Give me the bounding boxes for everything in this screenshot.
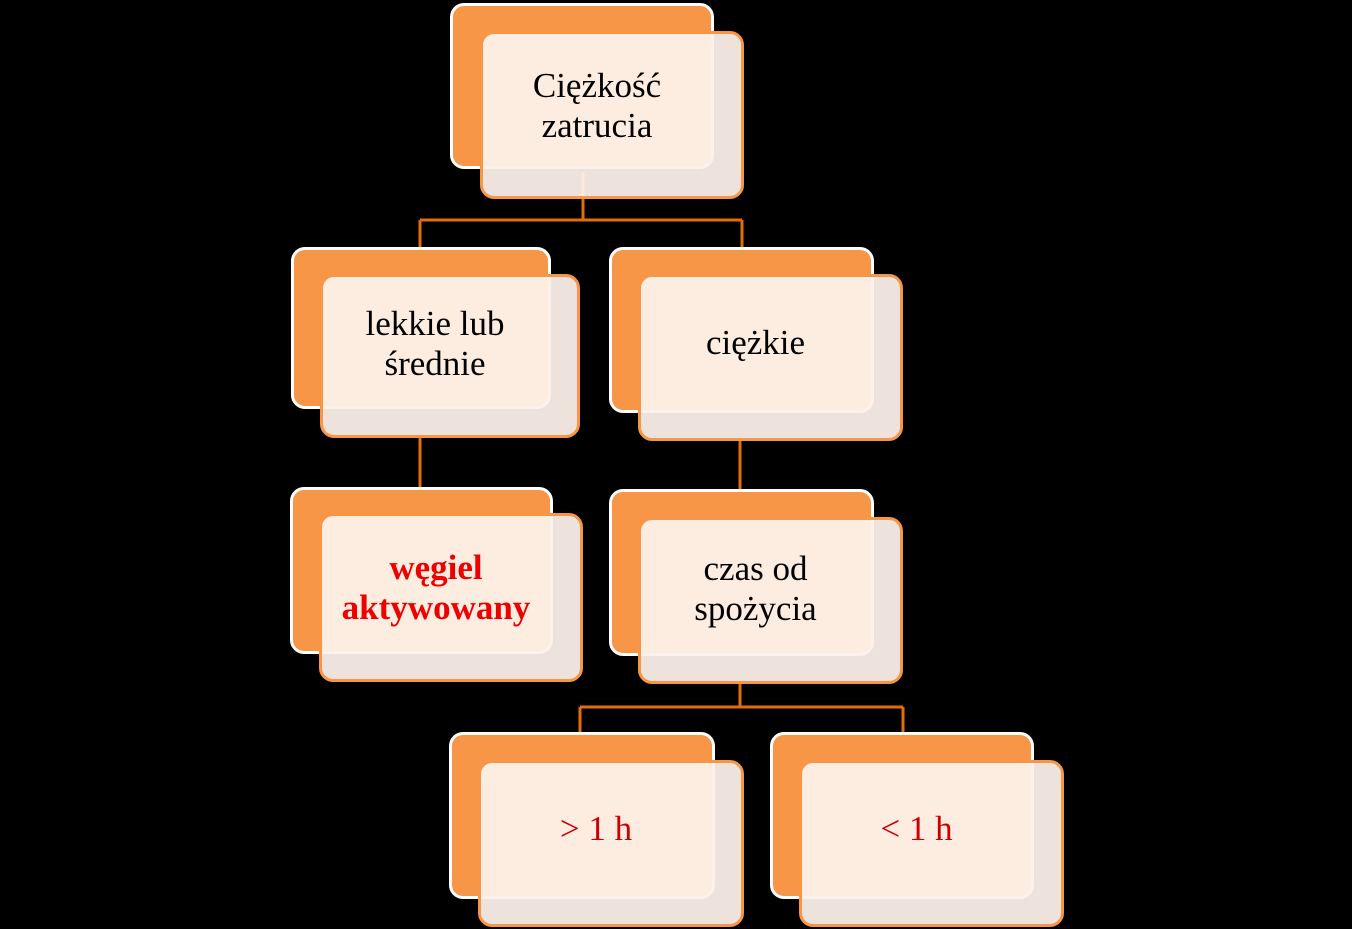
node-mild-moderate-label: lekkie lub średnie [365, 304, 505, 383]
connector-time-to-level3 [578, 682, 905, 737]
node-more-than-1h-front [478, 760, 744, 927]
node-time-since-ingestion-front [638, 517, 903, 684]
node-more-than-1h-label: > 1 h [559, 808, 633, 848]
node-time-since-ingestion-label: czas od spożycia [694, 548, 817, 628]
node-severe-front [638, 274, 903, 441]
node-severe-label: ciężkie [705, 322, 806, 362]
node-mild-moderate-front [320, 274, 580, 438]
node-activated-carbon-label: węgiel aktywowany [341, 547, 531, 627]
node-activated-carbon-front [319, 513, 583, 682]
node-less-than-1h-label: < 1 h [880, 808, 953, 848]
node-less-than-1h-front [799, 760, 1064, 927]
node-root-label: Ciężkość zatrucia [532, 66, 662, 145]
node-root-front [480, 31, 744, 199]
